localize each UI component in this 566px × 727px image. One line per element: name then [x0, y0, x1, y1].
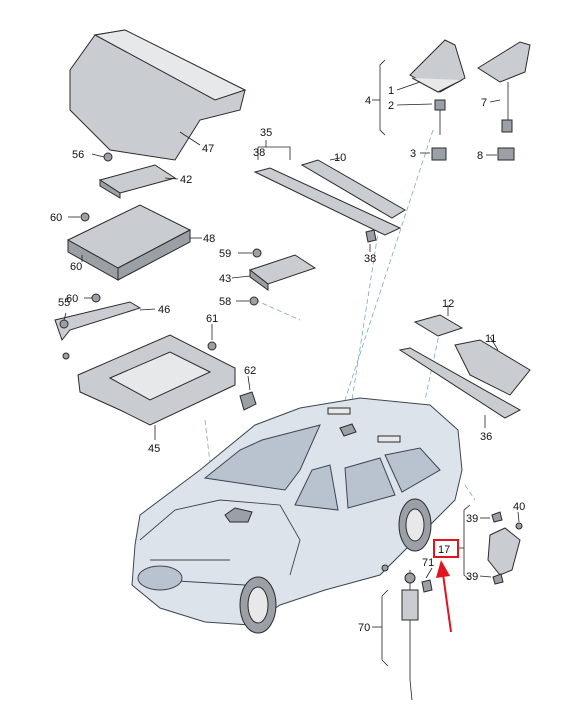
label-36: 36	[480, 431, 492, 443]
part-70-antenna-cable	[372, 564, 433, 701]
label-35: 35	[260, 127, 272, 139]
part-48-control-unit	[66, 204, 202, 281]
label-47: 47	[202, 143, 214, 155]
part-42-module	[91, 152, 179, 199]
label-60c: 60	[66, 293, 78, 305]
part-11-module	[454, 336, 531, 396]
label-60a: 60	[50, 212, 62, 224]
highlight-part-17	[433, 539, 459, 633]
label-4: 4	[365, 95, 371, 107]
label-11: 11	[485, 333, 496, 345]
label-39a: 39	[466, 513, 478, 525]
highlight-arrow	[442, 573, 452, 633]
label-43: 43	[219, 273, 231, 285]
label-38b: 38	[364, 253, 376, 265]
label-59: 59	[219, 248, 231, 260]
highlight-box	[433, 539, 459, 558]
part-45-carrier-frame	[77, 334, 236, 440]
highlight-arrowhead	[436, 560, 450, 578]
part-36-rear-bracket	[398, 347, 522, 428]
part-43-module	[231, 248, 317, 306]
label-10: 10	[334, 152, 346, 164]
label-55: 55	[58, 297, 70, 309]
part-17-control-module	[458, 504, 523, 585]
label-12: 12	[442, 298, 454, 310]
label-62: 62	[244, 365, 256, 377]
label-61: 61	[206, 313, 218, 325]
label-1: 1	[388, 85, 394, 97]
parts-61-62	[207, 324, 257, 411]
part-4-roof-antenna	[372, 39, 466, 161]
part-46-bracket	[54, 293, 156, 360]
part-47-cover	[69, 29, 247, 161]
label-60b: 60	[70, 261, 82, 273]
car-illustration	[131, 397, 463, 634]
label-42: 42	[180, 174, 192, 186]
label-48: 48	[203, 233, 215, 245]
label-38a: 38	[253, 147, 265, 159]
part-35-antenna-strip	[253, 140, 406, 252]
label-71: 71	[422, 557, 434, 569]
label-39b: 39	[466, 571, 478, 583]
label-7: 7	[481, 97, 487, 109]
label-2: 2	[388, 100, 394, 112]
label-70: 70	[358, 622, 370, 634]
label-3: 3	[410, 148, 416, 160]
label-58: 58	[219, 296, 231, 308]
part-12-module	[413, 305, 464, 337]
label-8: 8	[477, 150, 483, 162]
part-7-roof-antenna	[477, 41, 531, 161]
label-40: 40	[513, 501, 525, 513]
label-17: 17	[438, 544, 450, 556]
part-labels: 47 56 42 60 48 60 60 55 46 45 35 38 10 3…	[50, 85, 525, 634]
label-45: 45	[148, 443, 160, 455]
label-56: 56	[72, 149, 84, 161]
label-46: 46	[158, 304, 170, 316]
